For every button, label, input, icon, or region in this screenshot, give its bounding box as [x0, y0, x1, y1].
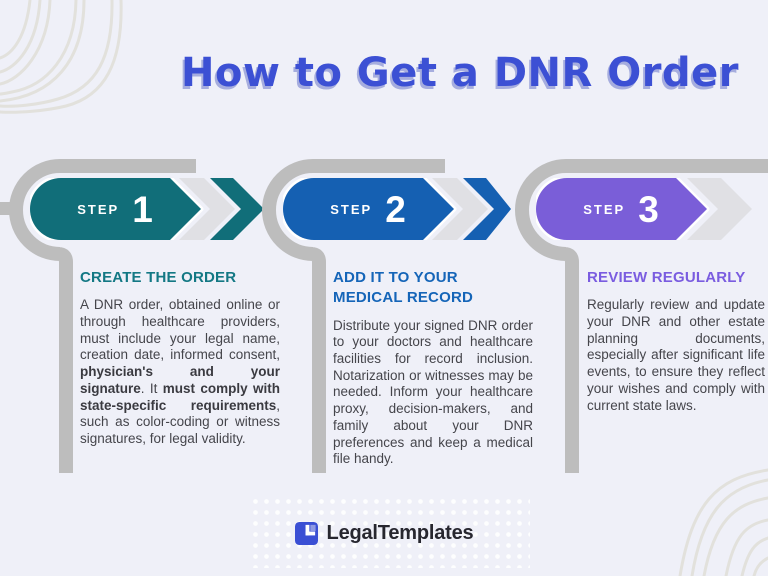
logo-text: LegalTemplates	[326, 521, 474, 544]
page-title: How to Get a DNR Order	[181, 50, 739, 96]
step-1-connector-arc	[9, 159, 196, 473]
step-1-body: A DNR order, obtained online or through …	[80, 297, 280, 447]
step-3-badge	[536, 178, 752, 240]
step-1-heading: CREATE THE ORDER	[80, 269, 237, 286]
step-2-label: STEP 2	[283, 178, 453, 240]
footer-logo: LegalTemplates	[0, 516, 768, 550]
step-3-pill	[536, 178, 710, 240]
step-3-column: REVIEW REGULARLY Regularly review and up…	[587, 268, 765, 414]
step-2-word: STEP	[330, 201, 373, 217]
step-1-chevron-gray	[179, 178, 235, 240]
step-3-heading: REVIEW REGULARLY	[587, 269, 746, 286]
step-3-label: STEP 3	[536, 178, 706, 240]
step-3-body: Regularly review and update your DNR and…	[587, 297, 765, 413]
step-1-number: 1	[132, 188, 153, 230]
step-2-number: 2	[385, 188, 406, 230]
step-2-column: ADD IT TO YOUR MEDICAL RECORD Distribute…	[333, 268, 533, 468]
step-2-body: Distribute your signed DNR order to your…	[333, 317, 533, 467]
step-1-pill	[30, 178, 204, 240]
step-1-word: STEP	[77, 201, 120, 217]
step-3-chevron-gray	[687, 178, 752, 240]
step-2-heading: ADD IT TO YOUR MEDICAL RECORD	[333, 269, 474, 307]
step-1-column: CREATE THE ORDER A DNR order, obtained o…	[80, 268, 280, 448]
step-1-badge	[30, 178, 264, 240]
left-edge-connector	[0, 202, 12, 215]
step-3-connector-arc	[515, 159, 768, 473]
step-1-label: STEP 1	[30, 178, 200, 240]
step-2-connector-arc	[262, 159, 445, 473]
step-2-badge	[283, 178, 511, 240]
step-2-chevron-accent	[463, 178, 511, 240]
legaltemplates-mark-icon	[294, 521, 318, 545]
step-3-word: STEP	[583, 201, 626, 217]
step-3-number: 3	[638, 188, 659, 230]
step-2-pill	[283, 178, 457, 240]
step-2-chevron-gray	[432, 178, 488, 240]
step-1-chevron-accent	[210, 178, 264, 240]
